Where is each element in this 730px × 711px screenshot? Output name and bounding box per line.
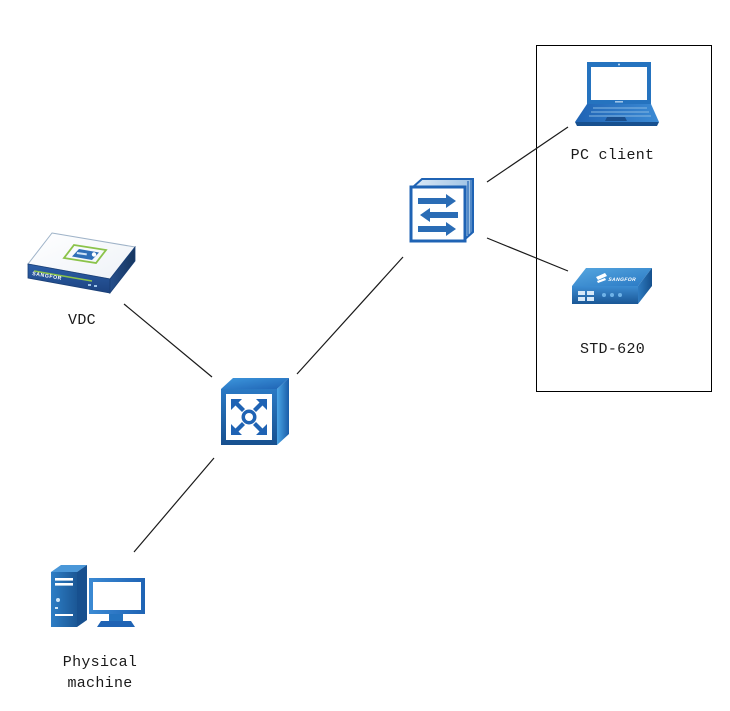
- sangfor-flat-appliance-icon: SANGFOR: [572, 268, 652, 304]
- edge-router-physical-machine: [133, 457, 215, 553]
- router-cube-icon: [221, 378, 289, 445]
- group-boundary-box: [536, 45, 712, 392]
- laptop-icon: [575, 62, 659, 126]
- svg-text:SANGFOR: SANGFOR: [608, 277, 637, 283]
- node-switch[interactable]: [405, 177, 477, 249]
- node-pc-client[interactable]: [563, 60, 659, 128]
- node-router[interactable]: [215, 375, 291, 451]
- edge-switch-pc-client: [486, 126, 569, 183]
- edge-vdc-router: [123, 303, 213, 378]
- node-std-620[interactable]: SANGFOR: [566, 264, 662, 320]
- edge-router-switch: [296, 256, 404, 375]
- node-label-std-620: STD-620: [579, 341, 646, 358]
- svg-text:SANGFOR: SANGFOR: [32, 271, 63, 282]
- desktop-computer-icon: [51, 565, 145, 627]
- node-label-physical-machine: Physical machine: [62, 654, 138, 692]
- node-label-vdc: VDC: [68, 312, 96, 329]
- switch-stack-icon: [409, 178, 474, 243]
- edge-switch-std-620: [486, 237, 569, 272]
- node-label-pc-client: PC client: [570, 147, 655, 164]
- sangfor-appliance-box-icon: SANGFOR: [27, 232, 136, 295]
- node-vdc[interactable]: SANGFOR: [22, 227, 142, 307]
- node-physical-machine[interactable]: [45, 562, 149, 634]
